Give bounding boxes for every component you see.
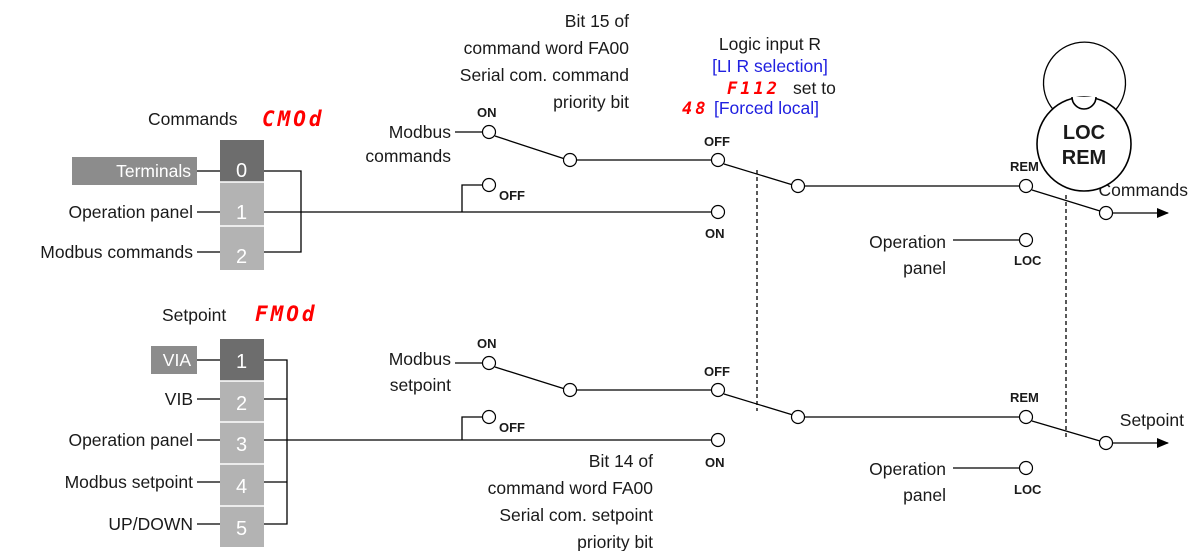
setpoint-operation-panel-label-2: panel: [903, 485, 946, 505]
commands-code-display: CMOd: [262, 107, 325, 131]
commands-local-off-node: [481, 177, 497, 193]
commands-loc-node: [1018, 232, 1034, 248]
modbus-setpoint-label-1: Modbus: [389, 349, 452, 369]
logic-input-value: 48: [682, 99, 708, 119]
logic-input-line-2: [LI R selection]: [712, 56, 828, 76]
setpoint-rem-label: REM: [1010, 390, 1039, 405]
bit15-line-4: priority bit: [553, 92, 629, 112]
commands-title: Commands: [148, 109, 238, 129]
setpoint-selector-value-3: 3: [236, 434, 247, 456]
setpoint-output-label: Setpoint: [1120, 410, 1184, 430]
modbus-setpoint-on-label: ON: [477, 336, 497, 351]
logic-input-param: F112: [727, 79, 780, 99]
setpoint-selector-1: [220, 339, 264, 381]
commands-loc-label: LOC: [1014, 253, 1042, 268]
commands-selector-0: [220, 140, 264, 182]
setpoint-selector-value-5: 5: [236, 518, 247, 540]
commands-output-node: [1098, 205, 1114, 221]
commands-rem-node: [1018, 178, 1034, 194]
commands-forced-local-node: [790, 178, 806, 194]
setpoint-loc-node: [1018, 460, 1034, 476]
commands-selected-source: Terminals: [116, 161, 191, 181]
setpoint-selector-value-2: 2: [236, 393, 247, 415]
loc-rem-bottom: REM: [1062, 147, 1106, 169]
commands-selector-value-0: 0: [236, 160, 247, 182]
commands-local-on-label: ON: [705, 226, 725, 241]
setpoint-selector-value-4: 4: [236, 476, 247, 498]
setpoint-title: Setpoint: [162, 305, 226, 325]
setpoint-source-modbus: Modbus setpoint: [65, 472, 194, 492]
loc-rem-button[interactable]: LOC REM: [1036, 41, 1132, 192]
commands-output-label: Commands: [1099, 180, 1188, 200]
setpoint-switch-off-node: [710, 382, 726, 398]
bit15-line-2: command word FA00: [464, 38, 630, 58]
setpoint-local-off-label: OFF: [499, 420, 525, 435]
logic-input-set-to: set to: [793, 78, 836, 98]
commands-selected-source-tag: [72, 157, 197, 185]
setpoint-switch-off-label: OFF: [704, 364, 730, 379]
setpoint-operation-panel-label-1: Operation: [869, 459, 946, 479]
commands-local-on-node: [710, 204, 726, 220]
setpoint-rem-node: [1018, 409, 1034, 425]
setpoint-forced-local-node: [790, 409, 806, 425]
bit15-line-1: Bit 15 of: [565, 11, 629, 31]
setpoint-source-vib: VIB: [165, 389, 193, 409]
setpoint-serial-switch-node: [562, 382, 578, 398]
commands-switch-off-node: [710, 152, 726, 168]
commands-operation-panel-label-1: Operation: [869, 232, 946, 252]
commands-selector-value-2: 2: [236, 246, 247, 268]
commands-rem-label: REM: [1010, 159, 1039, 174]
setpoint-local-off-node: [481, 409, 497, 425]
commands-selector-value-1: 1: [236, 202, 247, 224]
setpoint-code-display: FMOd: [255, 302, 318, 326]
commands-serial-switch-node: [562, 152, 578, 168]
setpoint-source-updown: UP/DOWN: [108, 514, 193, 534]
commands-local-off-label: OFF: [499, 188, 525, 203]
commands-operation-panel-label-2: panel: [903, 258, 946, 278]
commands-source-operation-panel: Operation panel: [68, 202, 193, 222]
bit14-line-1: Bit 14 of: [589, 451, 653, 471]
commands-source-modbus: Modbus commands: [40, 242, 193, 262]
setpoint-selected-source: VIA: [163, 350, 192, 370]
modbus-commands-label-2: commands: [365, 146, 451, 166]
setpoint-local-on-label: ON: [705, 455, 725, 470]
bit14-line-4: priority bit: [577, 532, 653, 551]
loc-rem-top: LOC: [1063, 122, 1105, 144]
setpoint-selector-value-1: 1: [236, 351, 247, 373]
logic-input-value-label: [Forced local]: [714, 98, 819, 118]
commands-switch-off-label: OFF: [704, 134, 730, 149]
setpoint-output-node: [1098, 435, 1114, 451]
modbus-commands-on-label: ON: [477, 105, 497, 120]
logic-input-line-1: Logic input R: [719, 34, 821, 54]
setpoint-loc-label: LOC: [1014, 482, 1042, 497]
modbus-setpoint-label-2: setpoint: [390, 375, 451, 395]
bit14-line-2: command word FA00: [488, 478, 654, 498]
setpoint-source-operation-panel: Operation panel: [68, 430, 193, 450]
modbus-commands-on-node: [481, 124, 497, 140]
bit14-line-3: Serial com. setpoint: [499, 505, 653, 525]
modbus-commands-label-1: Modbus: [389, 122, 452, 142]
bit15-line-3: Serial com. command: [460, 65, 629, 85]
setpoint-local-on-node: [710, 432, 726, 448]
modbus-setpoint-on-node: [481, 355, 497, 371]
setpoint-selected-source-tag: [151, 346, 197, 374]
